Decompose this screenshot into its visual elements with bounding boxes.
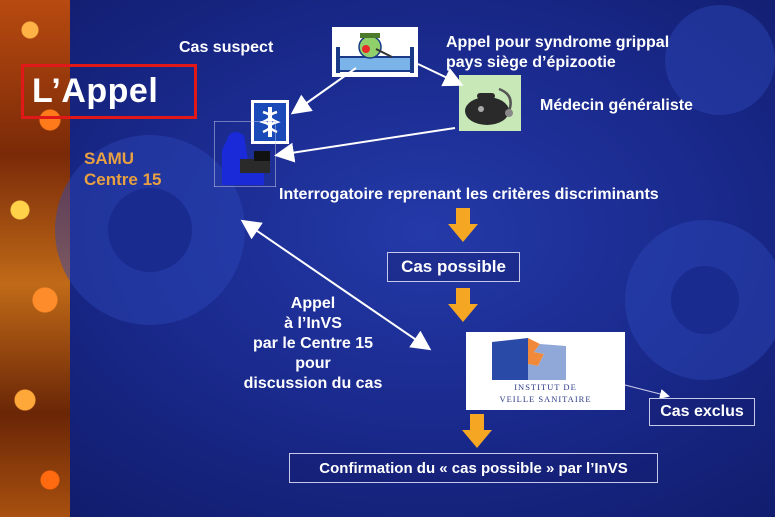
appel-syndrome-label: Appel pour syndrome grippal pays siège d… xyxy=(446,33,669,73)
cas-suspect-label: Cas suspect xyxy=(179,39,274,56)
invs-logo-line1: INSTITUT DE xyxy=(514,382,577,392)
interrogatoire-label: Interrogatoire reprenant les critères di… xyxy=(279,186,659,203)
arrow-doctor-to-samu xyxy=(274,127,456,163)
page-title: L’Appel xyxy=(32,72,159,110)
invs-logo-line2: VEILLE SANITAIRE xyxy=(499,394,592,404)
arrow-patient-to-doctor xyxy=(417,63,464,87)
appel-invs-line4: pour xyxy=(295,355,331,372)
title-box: L’Appel xyxy=(21,64,197,119)
arrow-samu-invs-bidirectional xyxy=(240,219,432,351)
cas-exclus-box: Cas exclus xyxy=(649,398,755,426)
appel-invs-label: Appel à l’InVS par le Centre 15 pour dis… xyxy=(228,294,398,394)
samu-label-line1: SAMU xyxy=(84,149,135,168)
samu-label-line2: Centre 15 xyxy=(84,170,162,189)
doctor-bag-stethoscope-icon xyxy=(459,75,521,131)
appel-syndrome-line1: Appel pour syndrome grippal xyxy=(446,34,670,51)
cas-possible-box: Cas possible xyxy=(387,252,520,282)
appel-syndrome-line2: pays siège d’épizootie xyxy=(446,54,616,71)
invs-logo-card: INSTITUT DE VEILLE SANITAIRE xyxy=(466,332,625,410)
decorative-left-strip xyxy=(0,0,70,517)
cas-exclus-label: Cas exclus xyxy=(660,403,744,420)
arrow-patient-to-samu xyxy=(290,67,357,115)
medecin-label: Médecin généraliste xyxy=(540,97,693,114)
confirmation-label: Confirmation du « cas possible » par l’I… xyxy=(319,459,628,477)
appel-invs-line3: par le Centre 15 xyxy=(252,335,374,352)
operator-phone-icon xyxy=(213,120,277,188)
appel-invs-line2: à l’InVS xyxy=(284,315,342,332)
cas-possible-label: Cas possible xyxy=(401,257,506,276)
medical-caduceus-icon xyxy=(251,100,289,144)
samu-label: SAMU Centre 15 xyxy=(84,148,161,190)
down-arrow-2 xyxy=(448,288,478,322)
invs-logo-icon xyxy=(492,338,566,380)
down-arrow-1 xyxy=(448,208,478,242)
down-arrow-3 xyxy=(462,414,492,448)
appel-invs-line5: discussion du cas xyxy=(243,375,383,392)
appel-invs-line1: Appel xyxy=(290,295,336,312)
confirmation-box: Confirmation du « cas possible » par l’I… xyxy=(289,453,658,483)
patient-in-bed-icon xyxy=(332,27,418,77)
arrow-invs-to-excluded xyxy=(624,384,670,399)
